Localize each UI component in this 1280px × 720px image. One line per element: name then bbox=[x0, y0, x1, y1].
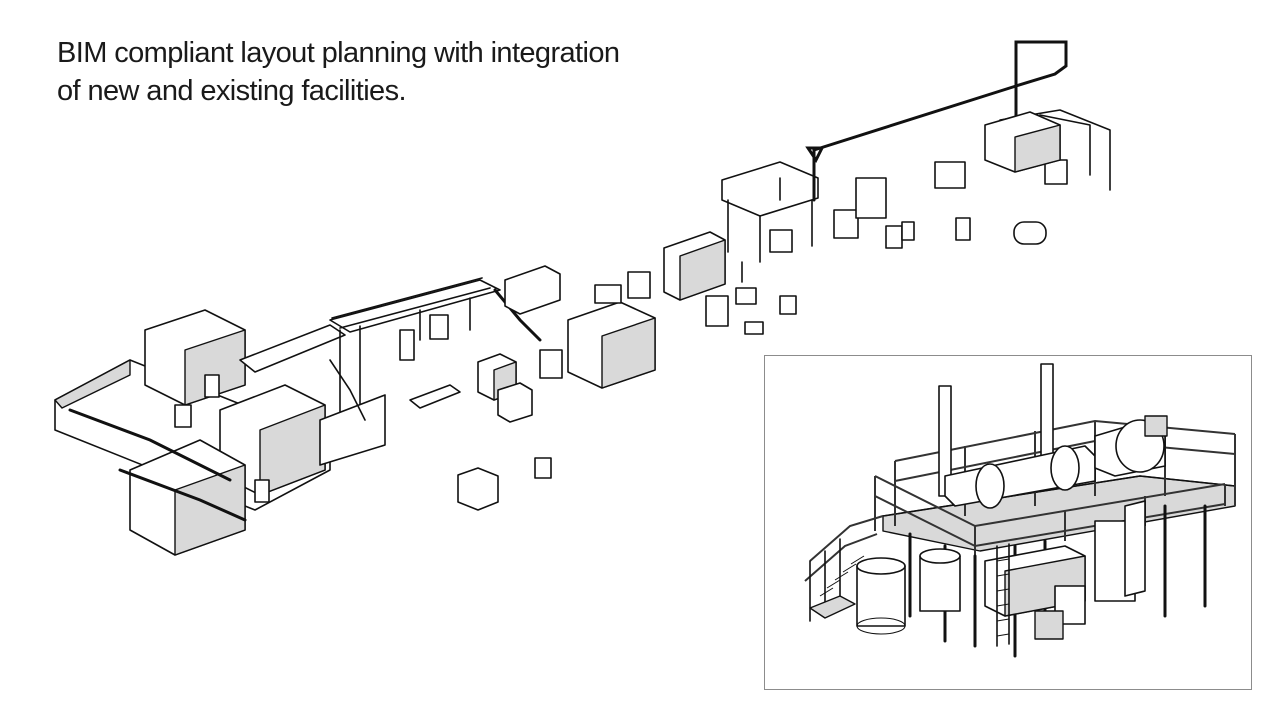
headline-line-1: BIM compliant layout planning with integ… bbox=[57, 37, 620, 69]
detail-view-platform-drawing bbox=[804, 363, 1236, 658]
production-line-ducting bbox=[805, 40, 1111, 202]
detail-view-frame bbox=[764, 355, 1252, 690]
production-line-upper-equipment bbox=[663, 159, 1068, 335]
headline-line-2: of new and existing facilities. bbox=[57, 75, 407, 107]
production-line-middle-equipment bbox=[399, 265, 656, 511]
headline: BIM compliant layout planning with integ… bbox=[57, 34, 620, 110]
production-line-walkway bbox=[239, 277, 542, 466]
production-line-left-module bbox=[54, 309, 331, 556]
